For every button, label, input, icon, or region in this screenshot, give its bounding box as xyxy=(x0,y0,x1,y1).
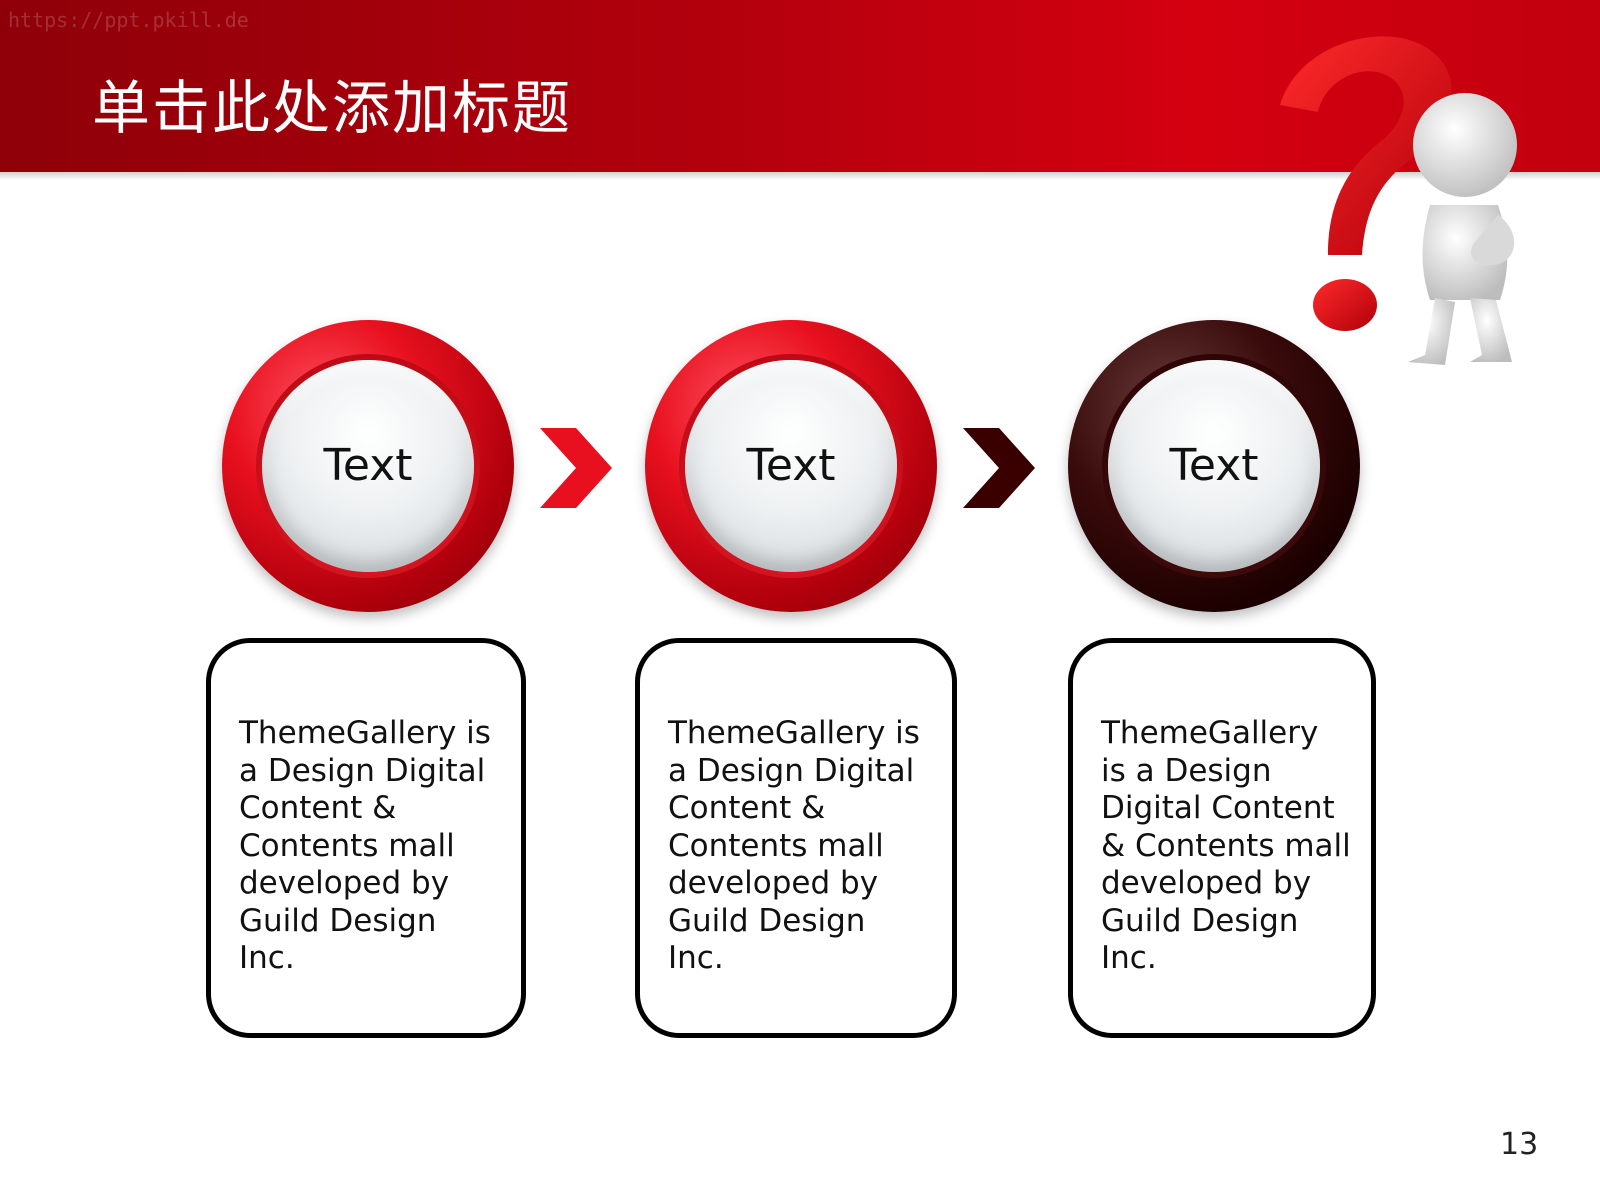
slide-title[interactable]: 单击此处添加标题 xyxy=(92,74,573,142)
step-label: Text xyxy=(746,440,836,491)
text-line: Guild Design xyxy=(239,902,437,939)
text-line: & Contents mall xyxy=(1101,827,1351,864)
text-line: ThemeGallery is xyxy=(668,715,920,751)
text-line: Inc. xyxy=(1101,940,1157,976)
step-label: Text xyxy=(1169,440,1259,491)
text-line: Contents mall xyxy=(668,827,884,864)
header-band: https://ppt.pkill.de 单击此处添加标题 xyxy=(0,0,1600,180)
ring-red xyxy=(645,320,937,612)
text-line: ThemeGallery is xyxy=(239,715,491,751)
text-line: a Design Digital xyxy=(239,752,486,789)
step-label: Text xyxy=(323,440,413,491)
box-text: ThemeGallery is a Design Digital Content… xyxy=(668,715,920,978)
step-circle-1[interactable]: Text xyxy=(222,320,514,612)
step-circle-3[interactable]: Text xyxy=(1068,320,1360,612)
text-line: Guild Design xyxy=(668,902,866,939)
chevron-right-icon xyxy=(540,428,612,508)
text-box-3[interactable]: ThemeGallery is a Design Digital Content… xyxy=(1068,638,1376,1038)
text-line: is a Design xyxy=(1101,752,1272,789)
text-line: Content & xyxy=(239,790,397,826)
text-line: developed by xyxy=(1101,865,1312,901)
question-mark-thinking-person-icon xyxy=(1280,36,1517,365)
text-box-1[interactable]: ThemeGallery is a Design Digital Content… xyxy=(206,638,526,1038)
text-line: Content & xyxy=(668,790,826,826)
text-line: developed by xyxy=(239,865,450,901)
step-circle-2[interactable]: Text xyxy=(645,320,937,612)
text-line: Inc. xyxy=(239,940,295,976)
text-line: Contents mall xyxy=(239,827,455,864)
text-box-2[interactable]: ThemeGallery is a Design Digital Content… xyxy=(635,638,957,1038)
text-line: a Design Digital xyxy=(668,752,915,789)
ring-dark xyxy=(1068,320,1360,612)
text-line: developed by xyxy=(668,865,879,901)
text-line: Guild Design xyxy=(1101,902,1299,939)
ring-red xyxy=(222,320,514,612)
watermark-url: https://ppt.pkill.de xyxy=(8,8,249,32)
text-line: Inc. xyxy=(668,940,724,976)
text-line: Digital Content xyxy=(1101,790,1335,826)
page-number: 13 xyxy=(1500,1127,1539,1162)
text-line: ThemeGallery xyxy=(1101,715,1319,751)
chevron-right-icon xyxy=(963,428,1035,508)
box-text: ThemeGallery is a Design Digital Content… xyxy=(239,715,491,978)
box-text: ThemeGallery is a Design Digital Content… xyxy=(1101,715,1351,978)
